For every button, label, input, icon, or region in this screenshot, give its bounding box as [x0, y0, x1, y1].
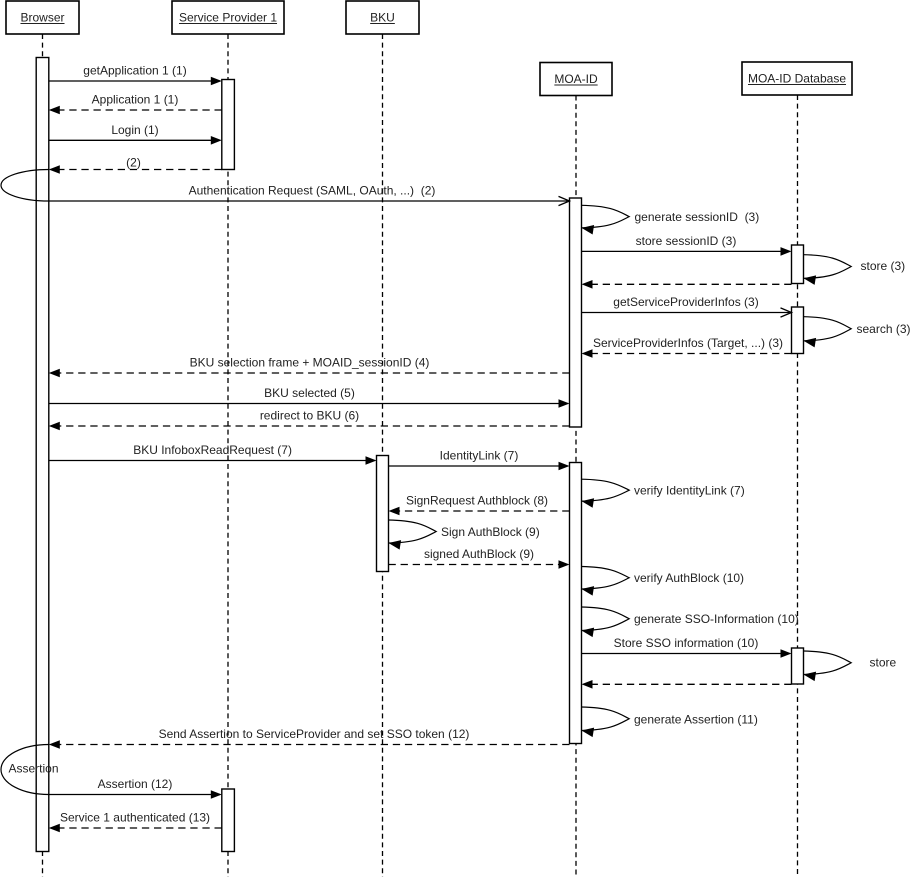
svg-text:SignRequest Authblock (8): SignRequest Authblock (8): [406, 494, 548, 508]
svg-text:Send Assertion to ServiceProvi: Send Assertion to ServiceProvider and se…: [159, 727, 470, 741]
svg-text:Login (1): Login (1): [111, 123, 158, 137]
svg-text:ServiceProviderInfos (Target,: ServiceProviderInfos (Target, ...) (3): [593, 336, 783, 350]
svg-text:BKU selected (5): BKU selected (5): [264, 386, 355, 400]
svg-text:BKU: BKU: [370, 10, 395, 24]
svg-text:Assertion: Assertion: [9, 762, 59, 776]
svg-text:(2): (2): [126, 155, 141, 169]
svg-text:generate Assertion (11): generate Assertion (11): [634, 713, 758, 727]
svg-text:store (3): store (3): [861, 259, 906, 273]
svg-text:BKU selection frame + MOAID_se: BKU selection frame + MOAID_sessionID (4…: [190, 356, 430, 370]
svg-text:Sign AuthBlock (9): Sign AuthBlock (9): [441, 525, 540, 539]
svg-text:Service 1 authenticated (13): Service 1 authenticated (13): [60, 811, 210, 825]
svg-text:getApplication 1 (1): getApplication 1 (1): [83, 64, 186, 78]
svg-text:BKU InfoboxReadRequest (7): BKU InfoboxReadRequest (7): [133, 443, 292, 457]
svg-text:signed AuthBlock (9): signed AuthBlock (9): [424, 547, 534, 561]
svg-text:verify IdentityLink (7): verify IdentityLink (7): [634, 484, 745, 498]
svg-text:MOA-ID Database: MOA-ID Database: [748, 71, 846, 85]
svg-text:Application 1 (1): Application 1 (1): [92, 93, 179, 107]
svg-text:verify AuthBlock (10): verify AuthBlock (10): [634, 571, 744, 585]
svg-text:search (3): search (3): [857, 322, 911, 336]
svg-text:store: store: [870, 656, 897, 670]
svg-text:generate SSO-Information (10): generate SSO-Information (10): [634, 612, 799, 626]
svg-text:MOA-ID: MOA-ID: [554, 72, 598, 86]
svg-text:Service Provider 1: Service Provider 1: [179, 10, 277, 24]
svg-text:Authentication Request (SAML,: Authentication Request (SAML, OAuth, ...…: [189, 184, 436, 198]
svg-text:IdentityLink (7): IdentityLink (7): [440, 449, 519, 463]
svg-text:getServiceProviderInfos (3): getServiceProviderInfos (3): [613, 295, 758, 309]
svg-text:store sessionID (3): store sessionID (3): [636, 234, 737, 248]
svg-text:generate sessionID (3): generate sessionID (3): [635, 210, 760, 224]
svg-text:Assertion (12): Assertion (12): [98, 777, 173, 791]
svg-text:redirect to BKU (6): redirect to BKU (6): [260, 409, 359, 423]
svg-text:Store SSO information (10): Store SSO information (10): [614, 636, 759, 650]
svg-text:Browser: Browser: [20, 10, 64, 24]
